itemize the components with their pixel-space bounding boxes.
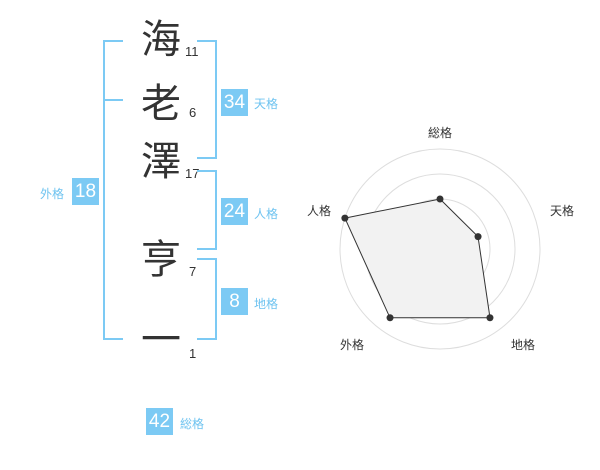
tenkaku-label: 天格: [254, 97, 279, 111]
jinkaku-value: 24: [221, 198, 248, 225]
name-char-3: 澤: [141, 139, 181, 185]
gaikaku-value: 18: [72, 178, 99, 205]
name-char-5: 一: [141, 317, 181, 363]
radar-point-2: [474, 233, 482, 241]
soukaku-value: 42: [146, 408, 173, 435]
radar-axis-label-chikaku: 地格: [511, 338, 536, 352]
soukaku-label: 総格: [180, 417, 205, 431]
gaikaku-label: 外格: [40, 187, 65, 201]
radar-axis-label-gaikaku: 外格: [340, 338, 365, 352]
name-char-2: 老: [141, 81, 181, 127]
radar-axis-label-jinkaku: 人格: [307, 204, 332, 218]
stroke-count-4: 7: [189, 264, 197, 279]
chikaku-label: 地格: [254, 297, 279, 311]
radar-point-3: [486, 314, 494, 322]
name-char-1: 海: [141, 17, 181, 63]
chikaku-value: 8: [221, 288, 248, 315]
radar-grid-ring: [339, 148, 541, 350]
radar-axis-label-tenkaku: 天格: [550, 204, 575, 218]
radar-point-5: [341, 214, 349, 222]
name-char-4: 亨: [141, 237, 181, 283]
jinkaku-label: 人格: [254, 207, 279, 221]
radar-point-4: [386, 314, 394, 322]
tenkaku-bracket: [197, 40, 217, 159]
stroke-count-1: 11: [185, 44, 199, 59]
jinkaku-bracket: [197, 170, 217, 250]
stroke-count-3: 17: [185, 166, 200, 181]
gaikaku-bracket-tick: [103, 99, 123, 101]
gaikaku-bracket: [103, 40, 123, 340]
radar-axis-label-soukaku: 総格: [428, 126, 453, 140]
stroke-count-2: 6: [189, 105, 197, 120]
radar-point-1: [436, 195, 444, 203]
radar-points: [341, 195, 494, 322]
stroke-count-5: 1: [189, 346, 197, 361]
radar-data-polygon: [344, 198, 491, 319]
chikaku-bracket: [197, 258, 217, 340]
tenkaku-value: 34: [221, 89, 248, 116]
